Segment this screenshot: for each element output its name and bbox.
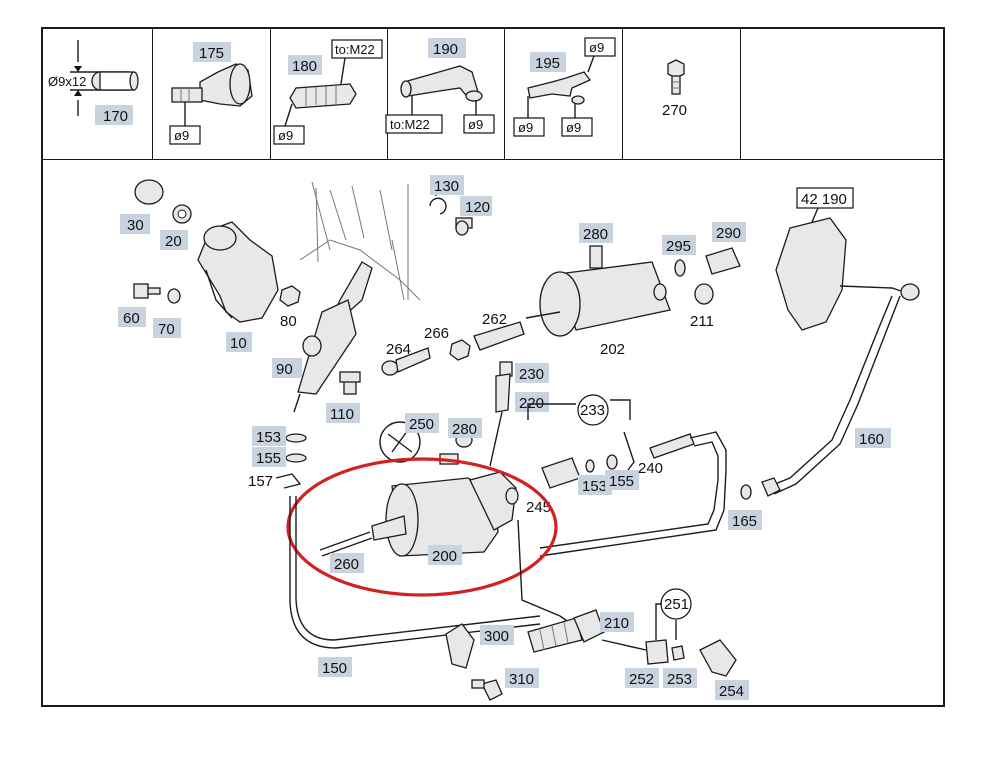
label-175: 175 <box>199 45 224 62</box>
label-110: 110 <box>330 406 354 423</box>
part-175-drawing: 175 ø9 <box>169 42 253 145</box>
label-120: 120 <box>465 199 490 216</box>
label-153-right: 153 <box>582 478 607 495</box>
dim-195-a: ø9 <box>589 40 604 55</box>
dim-190: ø9 <box>468 117 483 132</box>
label-254: 254 <box>719 683 744 700</box>
label-252: 252 <box>629 671 654 688</box>
label-153-left: 153 <box>256 429 281 446</box>
hose-end-210: 210 <box>527 609 634 653</box>
hose-165: 165 <box>539 431 762 557</box>
group-251: 251 252 253 254 <box>601 588 749 700</box>
nut-80: 80 <box>279 285 301 330</box>
part-195-drawing: 195 ø9 ø9 ø9 <box>513 37 616 137</box>
label-150: 150 <box>322 660 347 677</box>
label-30: 30 <box>127 217 144 234</box>
part-270-drawing: 270 <box>662 59 687 119</box>
header-cell-170 <box>43 29 153 159</box>
label-155-left: 155 <box>256 450 281 467</box>
label-155-right: 155 <box>609 473 634 490</box>
bolt-60: 60 70 <box>118 283 181 338</box>
label-240: 240 <box>638 460 663 477</box>
header-cell-190 <box>388 29 505 159</box>
label-270: 270 <box>662 102 687 119</box>
tag-190: to:M22 <box>390 117 430 132</box>
label-253: 253 <box>667 671 692 688</box>
part-190-drawing: 190 to:M22 ø9 <box>385 38 495 134</box>
pushrod-262: 264 266 262 <box>381 311 525 376</box>
tag-180: to:M22 <box>335 42 375 57</box>
bolt-110: 110 <box>326 371 361 423</box>
label-250: 250 <box>409 416 434 433</box>
part-170-drawing: Ø9x12 170 <box>48 40 139 125</box>
dim-195-b: ø9 <box>518 120 533 135</box>
label-202: 202 <box>600 341 625 358</box>
label-266: 266 <box>424 325 449 342</box>
engine-outline <box>299 181 421 301</box>
label-264: 264 <box>386 341 411 358</box>
dim-180: ø9 <box>278 128 293 143</box>
label-211: 211 <box>690 313 714 330</box>
seals-left: 153 155 157 <box>248 426 307 490</box>
label-280-top: 280 <box>583 226 608 243</box>
label-210: 210 <box>604 615 629 632</box>
label-90: 90 <box>276 361 293 378</box>
bleeder-220: 230 220 <box>489 361 549 467</box>
valve-42190: 42 190 160 <box>761 187 920 497</box>
label-310: 310 <box>509 671 534 688</box>
label-262: 262 <box>482 311 507 328</box>
label-42190: 42 190 <box>801 191 847 208</box>
label-300: 300 <box>484 628 509 645</box>
label-190: 190 <box>433 41 458 58</box>
label-20: 20 <box>165 233 182 250</box>
group-233: 233 153 155 240 <box>527 394 663 495</box>
label-70: 70 <box>158 321 175 338</box>
slave-cylinder-200: 245 260 200 <box>319 471 551 573</box>
label-200: 200 <box>432 548 457 565</box>
label-165: 165 <box>732 513 757 530</box>
reservoir-10: 10 <box>197 221 279 352</box>
header-cell-270 <box>623 29 741 159</box>
label-195: 195 <box>535 55 560 72</box>
label-260: 260 <box>334 556 359 573</box>
label-280-mid: 280 <box>452 421 477 438</box>
label-251: 251 <box>664 596 689 613</box>
booster-202: 202 280 <box>525 223 671 358</box>
dim-175: ø9 <box>174 128 189 143</box>
dim-195-c: ø9 <box>566 120 581 135</box>
pin-120: 130 120 <box>429 175 492 236</box>
part-180-drawing: 180 to:M22 ø9 <box>273 39 383 145</box>
label-80: 80 <box>280 313 297 330</box>
label-170: 170 <box>103 108 128 125</box>
label-160: 160 <box>859 431 884 448</box>
label-230: 230 <box>519 366 544 383</box>
master-cylinder-90: 90 <box>272 261 373 413</box>
header-cell-180 <box>271 29 388 159</box>
label-130: 130 <box>434 178 459 195</box>
header-cell-195 <box>505 29 623 159</box>
hose-150: 150 <box>289 496 581 677</box>
label-10: 10 <box>230 335 247 352</box>
header-parts-row <box>43 29 943 160</box>
clip-250: 250 280 <box>379 413 482 465</box>
cap-30: 30 20 <box>120 179 192 250</box>
dim-170: Ø9x12 <box>48 74 86 89</box>
label-180: 180 <box>292 58 317 75</box>
label-295: 295 <box>666 238 691 255</box>
header-cell-175 <box>153 29 271 159</box>
label-60: 60 <box>123 310 140 327</box>
label-157: 157 <box>248 473 273 490</box>
label-290: 290 <box>716 225 741 242</box>
clamp-300: 300 310 <box>445 623 539 701</box>
label-233: 233 <box>580 402 605 419</box>
fittings-290: 295 290 211 <box>662 222 746 330</box>
label-245: 245 <box>526 499 551 516</box>
highlight-circle-200 <box>286 457 558 597</box>
